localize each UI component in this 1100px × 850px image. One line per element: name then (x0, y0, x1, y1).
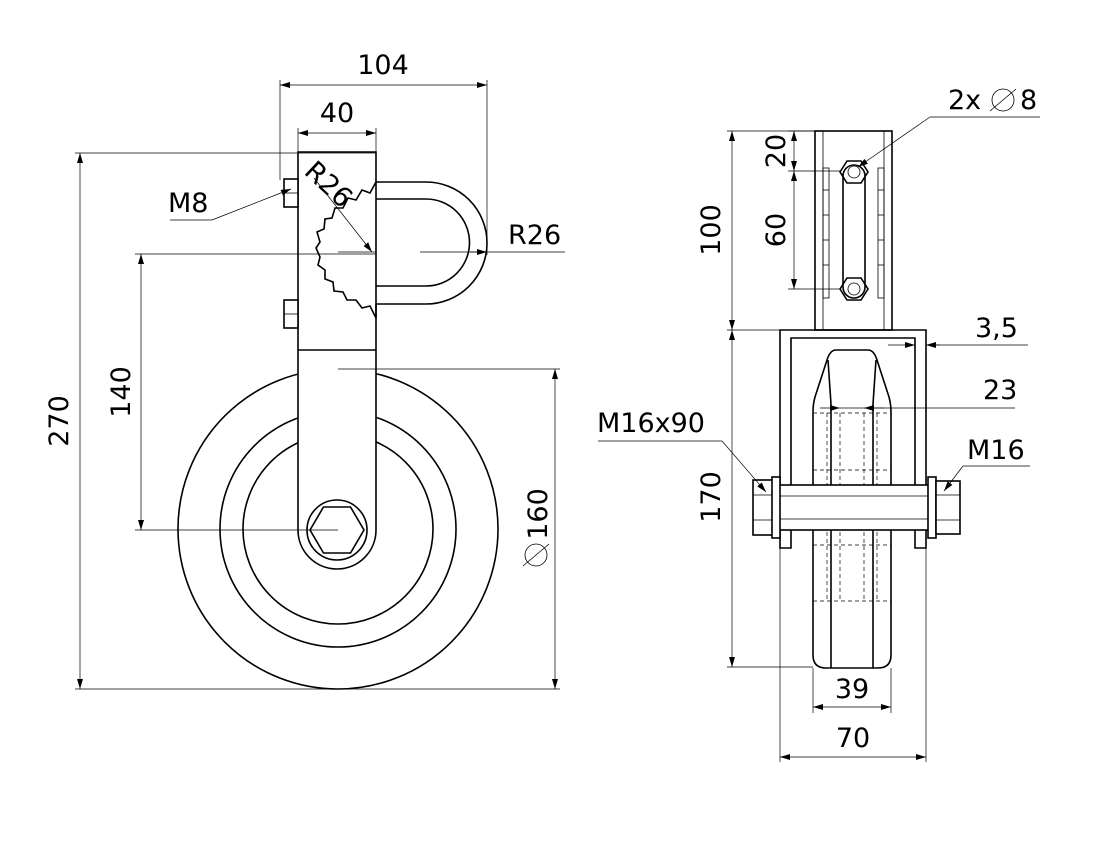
dim-40: 40 (320, 98, 354, 129)
side-washer-left (771, 476, 781, 539)
dim-m16x90: M16x90 (597, 408, 705, 439)
dim-270: 270 (44, 395, 75, 447)
side-view: 2x 8 20 60 100 170 3,5 23 (597, 85, 1040, 762)
dim-39: 39 (835, 674, 869, 705)
dim-70: 70 (836, 723, 870, 754)
dim-170: 170 (696, 471, 727, 523)
clamp-jaw-serrated (315, 181, 377, 319)
side-slot (842, 164, 866, 299)
dim-20: 20 (761, 134, 792, 168)
dim-hole-8: 8 (1020, 85, 1037, 116)
dim-140: 140 (106, 366, 137, 418)
dim-r26-outer: R26 (508, 220, 561, 251)
side-hole-nut-lower (839, 277, 869, 301)
dim-m8: M8 (168, 188, 208, 219)
dim-104: 104 (357, 50, 409, 81)
u-bolt (375, 181, 488, 318)
dim-60: 60 (761, 213, 792, 247)
dim-m16: M16 (967, 435, 1025, 466)
dim-100: 100 (696, 204, 727, 256)
side-fork (779, 329, 927, 549)
side-washer-right (927, 476, 937, 539)
mount-plate (297, 151, 377, 570)
dim-23: 23 (983, 375, 1017, 406)
side-serration (822, 167, 885, 299)
side-hole-nut-upper (839, 160, 869, 184)
side-nut-right (935, 480, 961, 535)
diameter-symbol-icon (989, 88, 1017, 112)
diameter-symbol-icon (522, 543, 550, 567)
dim-160: 160 (523, 488, 554, 540)
dim-2x: 2x (948, 85, 981, 116)
side-axle (777, 484, 933, 531)
front-view: 104 40 R26 R26 M8 270 140 (44, 50, 565, 690)
dim-3-5: 3,5 (975, 313, 1018, 344)
